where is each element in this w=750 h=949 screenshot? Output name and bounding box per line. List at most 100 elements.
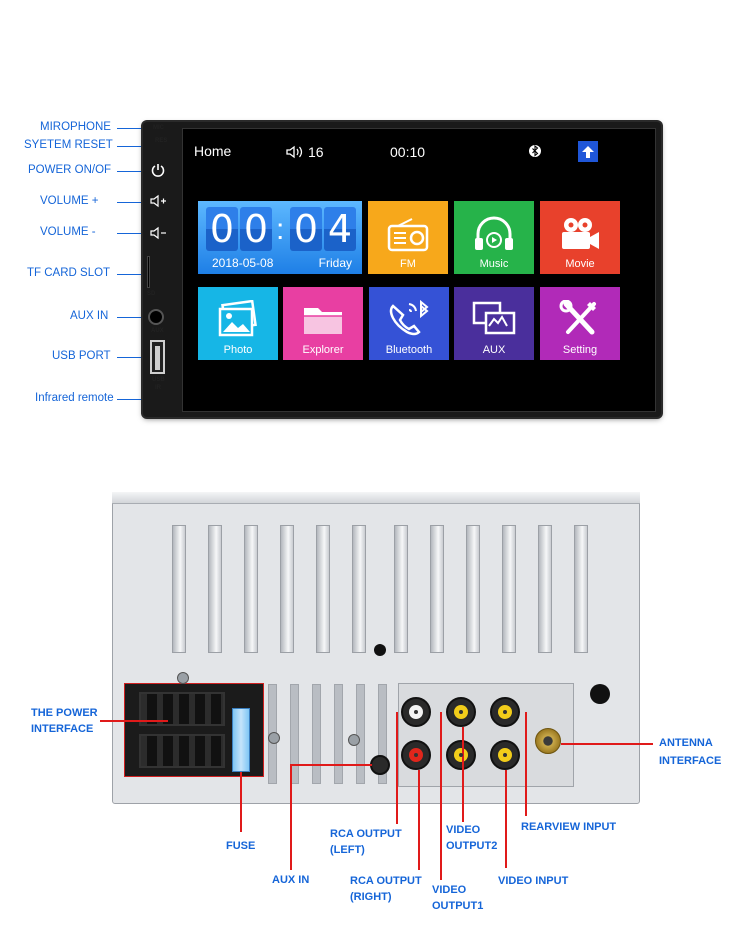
callout-system-reset: SYETEM RESET [24,139,113,151]
video-camera-icon [562,218,599,249]
rca-right-jack[interactable] [401,740,431,770]
heatsink-fin [394,525,408,653]
headphones-icon [475,216,513,250]
leader-tf-card [117,274,142,275]
callout-tf-card: TF CARD SLOT [27,267,111,279]
callout-power: POWER ON/OF [28,164,112,176]
tile-movie-label: Movie [565,258,595,270]
leader-volume-down [117,233,142,234]
leader-antenna [561,743,653,745]
leader-volume-up [117,202,142,203]
power-icon[interactable] [150,162,166,183]
minute-digit-2: 4 [324,207,356,251]
tile-setting[interactable]: Setting [540,287,620,360]
video-input-jack[interactable] [490,740,520,770]
leader-video-output1 [440,712,442,880]
antenna-connector[interactable] [535,728,561,754]
clock-day: Friday [318,256,352,270]
callout-microphone: MIROPHONE [40,121,111,133]
tile-photo-label: Photo [223,344,253,356]
tile-bluetooth[interactable]: Bluetooth [369,287,449,360]
tile-photo[interactable]: Photo [198,287,278,360]
tools-icon [559,300,596,335]
leader-rca-left [396,712,398,824]
leader-aux-in-v [290,764,292,870]
label-fuse: FUSE [226,840,256,852]
leader-power [117,171,142,172]
rearview-input-jack[interactable] [490,697,520,727]
minute-digit-1: 0 [290,207,322,251]
callout-infrared: Infrared remote [35,392,114,404]
leader-system-reset [117,146,142,147]
vent-slot [312,684,321,784]
volume-down-icon[interactable] [150,226,168,245]
screw-icon [268,732,280,744]
mic-label: MIC [153,125,164,131]
leader-microphone [117,128,142,129]
label-video-output2: VIDEO OUTPUT2 [446,824,498,852]
tile-fm[interactable]: FM [368,201,448,274]
clock-colon: : [276,213,285,246]
hour-digit-1: 0 [206,207,238,251]
clock-widget[interactable]: 0 0 : 0 4 2018-05-08 Friday [198,201,362,274]
tile-music-label: Music [479,258,509,270]
callout-usb-port: USB PORT [52,350,111,362]
heatsink-fin [280,525,294,653]
volume-up-icon[interactable] [150,194,168,213]
fuse[interactable] [232,708,250,772]
heatsink-fin [574,525,588,653]
label-rca-left: RCA OUTPUT (LEFT) [330,828,402,856]
video-output1-jack[interactable] [446,740,476,770]
heatsink-fin [172,525,186,653]
phone-bluetooth-icon [389,300,429,336]
usb-label: USB [152,377,165,383]
vent-slot [290,684,299,784]
label-antenna: ANTENNA INTERFACE [659,737,722,767]
sd-label: SD [147,291,156,297]
leader-rearview-input [525,712,527,816]
leader-video-output2 [462,727,464,822]
rear-top-ledge [112,492,640,504]
photo-icon [218,300,257,337]
leader-infrared [117,399,142,400]
tile-setting-label: Setting [562,344,598,356]
tile-music[interactable]: Music [454,201,534,274]
tile-explorer[interactable]: Explorer [283,287,363,360]
res-label: RES [155,138,168,144]
label-video-output1: VIDEO OUTPUT1 [432,884,484,912]
status-time: 00:10 [390,144,426,160]
heatsink-fin [244,525,258,653]
home-title[interactable]: Home [194,143,232,159]
vent-slot [356,684,365,784]
heatsink-fin [466,525,480,653]
tile-bluetooth-label: Bluetooth [385,344,433,356]
leader-video-input [505,770,507,868]
leader-fuse [240,772,242,832]
screw-icon [177,672,189,684]
callout-aux-in: AUX IN [70,310,109,322]
tile-fm-label: FM [400,258,416,270]
video-output2-jack[interactable] [446,697,476,727]
tile-aux[interactable]: AUX [454,287,534,360]
leader-power-interface [100,720,168,722]
up-arrow-icon [582,145,594,158]
rca-left-jack[interactable] [401,697,431,727]
bluetooth-status-icon [529,143,541,164]
hour-digit-2: 0 [240,207,272,251]
heatsink-fin [502,525,516,653]
label-rearview-input: REARVIEW INPUT [521,821,617,833]
center-screw-hole [374,644,386,656]
tf-card-slot[interactable] [147,256,150,288]
home-upload-button[interactable] [578,141,598,162]
aux-label: AUX [151,328,164,334]
speaker-icon[interactable] [286,145,306,164]
vent-slot [378,684,387,784]
heatsink-fin [352,525,366,653]
usb-port[interactable] [150,340,165,374]
aux-in-jack[interactable] [370,755,390,775]
aux-jack[interactable] [148,309,164,325]
heatsink-fin [430,525,444,653]
heatsink-fin [538,525,552,653]
tile-movie[interactable]: Movie [540,201,620,274]
callout-volume-down: VOLUME - [40,226,96,238]
